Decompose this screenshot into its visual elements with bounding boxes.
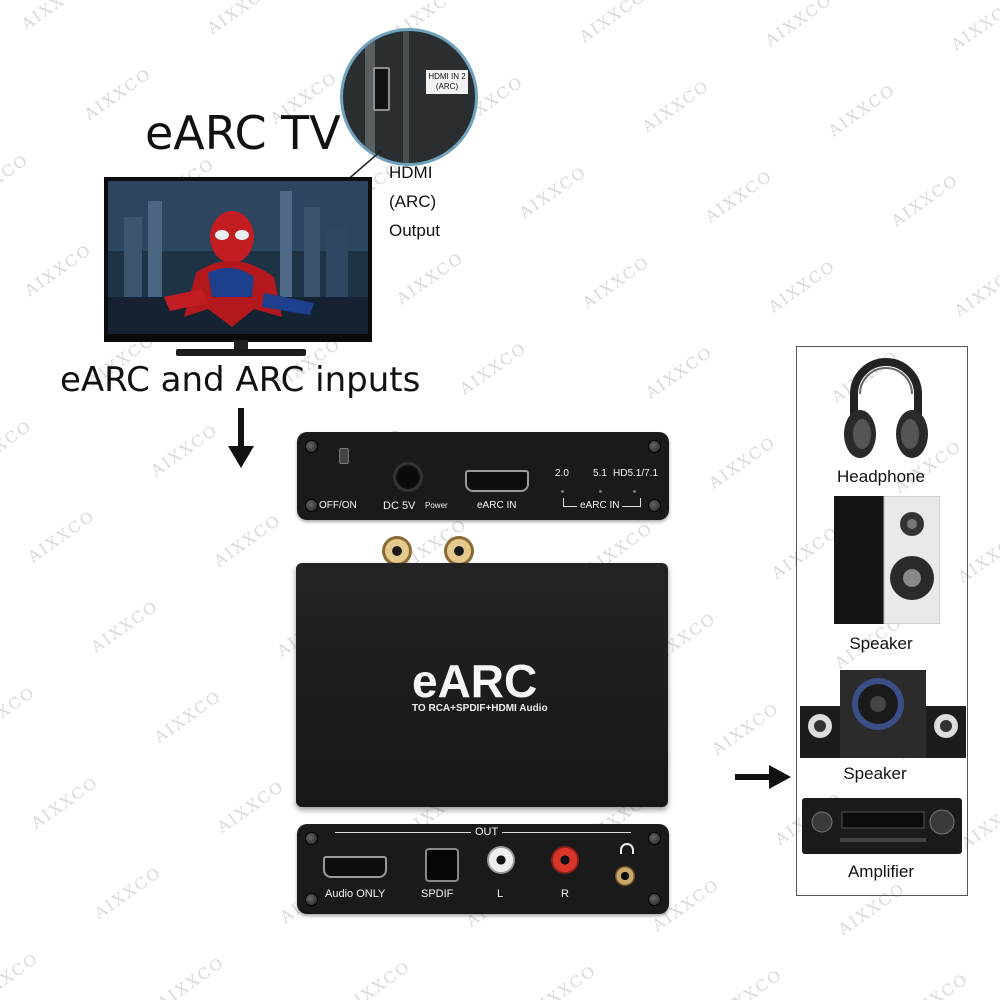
screw-icon [305,893,318,906]
amplifier-image [802,798,962,854]
headphone-icon [620,843,634,854]
led-indicator [561,490,564,493]
out-label: OUT [471,826,503,838]
mode-group-label: eARC IN [577,500,623,511]
output-label-speaker-1: Speaker [849,634,913,653]
tv-title: eARC TV [145,106,341,160]
device-subtitle: TO RCA+SPDIF+HDMI Audio [412,703,548,714]
spdif-port[interactable] [425,848,459,882]
tv-stand-neck [234,340,248,350]
screw-icon [305,440,318,453]
screw-icon [305,832,318,845]
rca-right-jack[interactable] [551,846,579,874]
output-label-speaker-2: Speaker [843,764,907,783]
power-switch[interactable] [339,448,349,464]
headphone-jack[interactable] [615,866,635,886]
screw-icon [305,499,318,512]
output-label-amplifier: Amplifier [847,862,915,881]
earc-converter-device [296,563,668,807]
arrow-right-icon [735,765,791,789]
tv-stand-base [176,349,306,356]
zoom-pointer-line [344,149,383,183]
led-indicator [599,490,602,493]
dc-jack[interactable] [393,462,423,492]
output-devices-box [796,346,968,896]
rca-jack-icon [382,536,412,566]
arrow-down-icon [228,408,254,468]
input-panel: OFF/ON DC 5V Power eARC IN 2.0 5.1 HD5.1… [297,432,669,520]
headphone-image [844,358,928,458]
speaker-set-image [800,670,966,758]
rca-jack-icon [444,536,474,566]
power-label: Power [425,501,448,510]
hdmi-arc-caption: HDMI (ARC) Output [389,163,441,240]
hdmi-input-port[interactable] [465,470,529,492]
speaker-image [834,496,940,624]
led-indicator [633,490,636,493]
screw-icon [648,499,661,512]
dc-label: DC 5V [383,500,416,512]
spdif-label: SPDIF [421,888,454,900]
tv-illustration [104,177,372,342]
zoom-port-label: HDMI IN 2 (ARC) [426,70,468,94]
screw-icon [648,440,661,453]
hdmi-port-icon [373,67,390,111]
output-label-headphone: Headphone [837,467,925,486]
hdmi-out-label: Audio ONLY [325,888,386,900]
rca-left-jack[interactable] [487,846,515,874]
mode-label-2-0: 2.0 [555,468,569,479]
device-logo: eARC [412,655,538,707]
left-label: L [497,888,504,900]
right-label: R [561,888,569,900]
screw-icon [648,893,661,906]
hdmi-port-zoom [340,28,478,166]
hdmi-in-label: eARC IN [477,500,517,511]
mode-label-hd71: HD5.1/7.1 [613,468,659,479]
inputs-title: eARC and ARC inputs [60,360,421,400]
hdmi-output-port[interactable] [323,856,387,878]
mode-label-5-1: 5.1 [593,468,607,479]
output-panel: OUT Audio ONLY SPDIF L R [297,824,669,914]
switch-label: OFF/ON [319,500,357,511]
screw-icon [648,832,661,845]
